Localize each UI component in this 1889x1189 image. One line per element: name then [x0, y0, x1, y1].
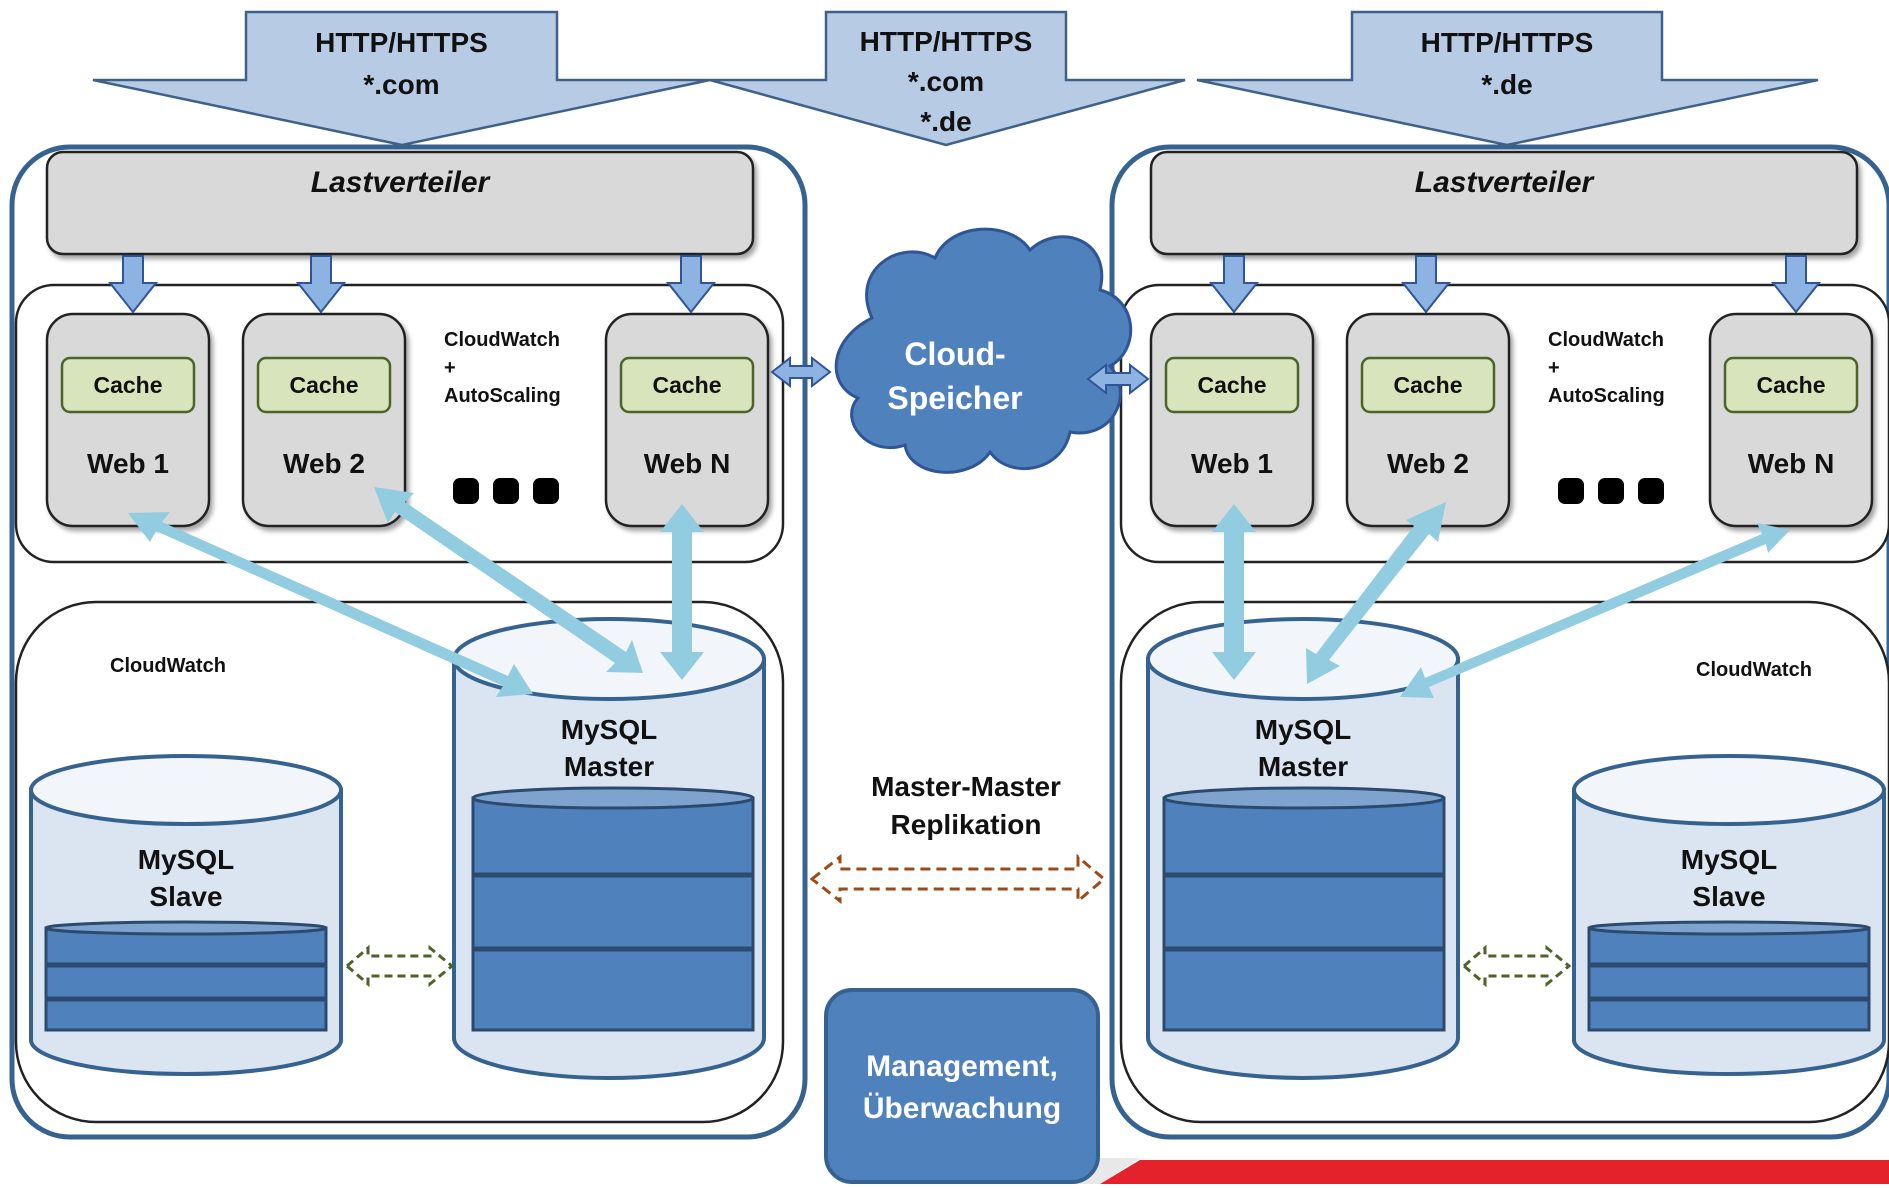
- replication-label: Master-Master Replikation: [826, 768, 1106, 844]
- ingress-arrow-center: [709, 10, 1186, 147]
- scaling-line: CloudWatch: [444, 329, 560, 351]
- cache-box: [1360, 356, 1496, 414]
- ingress-arrow-right: [1196, 10, 1819, 147]
- load-balancer-label: Lastverteiler: [310, 166, 490, 199]
- ingress-protocol-text: HTTP/HTTPS: [1420, 27, 1594, 58]
- db-monitor-label: CloudWatch: [110, 655, 226, 677]
- replication-arrow: [809, 853, 1107, 905]
- web-server-box: [604, 312, 770, 528]
- cache-label: Cache: [93, 372, 163, 398]
- web-server-name: Web N: [1747, 448, 1835, 479]
- web-server-box: [1708, 312, 1874, 528]
- cloud-storage-shape: [834, 227, 1133, 474]
- db-monitor-label: CloudWatch: [1696, 659, 1812, 681]
- cache-label: Cache: [652, 372, 722, 398]
- cloud-line: Speicher: [887, 380, 1023, 416]
- cache-label: Cache: [289, 372, 359, 398]
- mysql-master-label: MySQL Master: [454, 711, 764, 785]
- ingress-domain-text: *.com: [907, 66, 985, 97]
- master-slave-arrow-right: [1461, 944, 1572, 988]
- management-line: Überwachung: [862, 1092, 1062, 1125]
- ingress-domain-text: *.com: [363, 69, 440, 100]
- cache-label: Cache: [1393, 372, 1463, 398]
- mysql-slave-right: [1572, 754, 1886, 1076]
- mysql-slave-label: MySQL Slave: [31, 841, 341, 915]
- load-balancer-label: Lastverteiler: [1414, 166, 1594, 199]
- web-server-name: Web 1: [1191, 448, 1273, 479]
- master-line: Master: [563, 751, 655, 782]
- ingress-protocol-text: HTTP/HTTPS: [315, 27, 488, 58]
- region-frame-left: [9, 144, 808, 1140]
- scaling-label: CloudWatch + AutoScaling: [1548, 326, 1665, 410]
- cache-box: [1164, 356, 1300, 414]
- scaling-line: +: [444, 357, 456, 379]
- mysql-slave-left: [29, 754, 343, 1076]
- scaling-label: CloudWatch + AutoScaling: [444, 326, 561, 410]
- scaling-line: AutoScaling: [1548, 385, 1665, 407]
- lb-down-arrows: [107, 255, 1822, 314]
- master-slave-arrow-left: [344, 944, 455, 988]
- web-server-box: [1345, 312, 1511, 528]
- cache-label: Cache: [1756, 372, 1826, 398]
- scaling-line: CloudWatch: [1548, 329, 1664, 351]
- cache-boxes: [60, 356, 1859, 414]
- slave-line: MySQL: [1680, 844, 1778, 875]
- master-line: MySQL: [1254, 714, 1352, 745]
- slave-line: Slave: [149, 881, 223, 912]
- management-line: Management,: [866, 1050, 1058, 1083]
- scaling-line: AutoScaling: [444, 385, 561, 407]
- web-server-name: Web 2: [283, 448, 365, 479]
- slave-line: MySQL: [137, 844, 235, 875]
- ingress-arrow-left: [92, 10, 711, 147]
- cache-box: [1723, 356, 1859, 414]
- web-db-connectors: [128, 487, 1790, 698]
- ingress-label-center: HTTP/HTTPS *.com *.de: [826, 22, 1066, 142]
- ingress-domain-text: *.de: [1481, 69, 1533, 100]
- cache-label: Cache: [1197, 372, 1267, 398]
- region-frame-right: [1109, 144, 1889, 1140]
- slave-line: Slave: [1692, 881, 1766, 912]
- ellipsis-dots: [453, 478, 1664, 504]
- scaling-line: +: [1548, 357, 1560, 379]
- management-box: [824, 988, 1100, 1184]
- ingress-protocol-text: HTTP/HTTPS: [859, 26, 1033, 57]
- load-balancer-left: [45, 150, 755, 256]
- replication-line: Replikation: [890, 809, 1042, 840]
- mysql-slave-label: MySQL Slave: [1574, 841, 1884, 915]
- footer-red-band: [1100, 1160, 1889, 1184]
- web-server-name: Web 2: [1387, 448, 1469, 479]
- mysql-master-right: [1146, 617, 1460, 1080]
- web-server-name: Web 1: [87, 448, 169, 479]
- cache-box: [619, 356, 755, 414]
- cache-box: [256, 356, 392, 414]
- cloud-storage-label: Cloud- Speicher: [880, 332, 1030, 420]
- ingress-label-right: HTTP/HTTPS *.de: [1352, 22, 1662, 106]
- replication-line: Master-Master: [871, 771, 1061, 802]
- master-line: Master: [1257, 751, 1349, 782]
- cloud-line: Cloud-: [904, 336, 1006, 372]
- cloud-link-arrows: [770, 355, 1150, 396]
- web-server-box: [1149, 312, 1315, 528]
- ingress-domain-text: *.de: [920, 106, 972, 137]
- mysql-master-left: [452, 617, 766, 1080]
- web-server-box: [45, 312, 211, 528]
- web-server-name: Web N: [643, 448, 731, 479]
- ingress-label-left: HTTP/HTTPS *.com: [246, 22, 557, 106]
- mysql-master-label: MySQL Master: [1148, 711, 1458, 785]
- cache-box: [60, 356, 196, 414]
- load-balancer-right: [1149, 150, 1859, 256]
- management-label: Management, Überwachung: [826, 1046, 1098, 1130]
- master-line: MySQL: [560, 714, 658, 745]
